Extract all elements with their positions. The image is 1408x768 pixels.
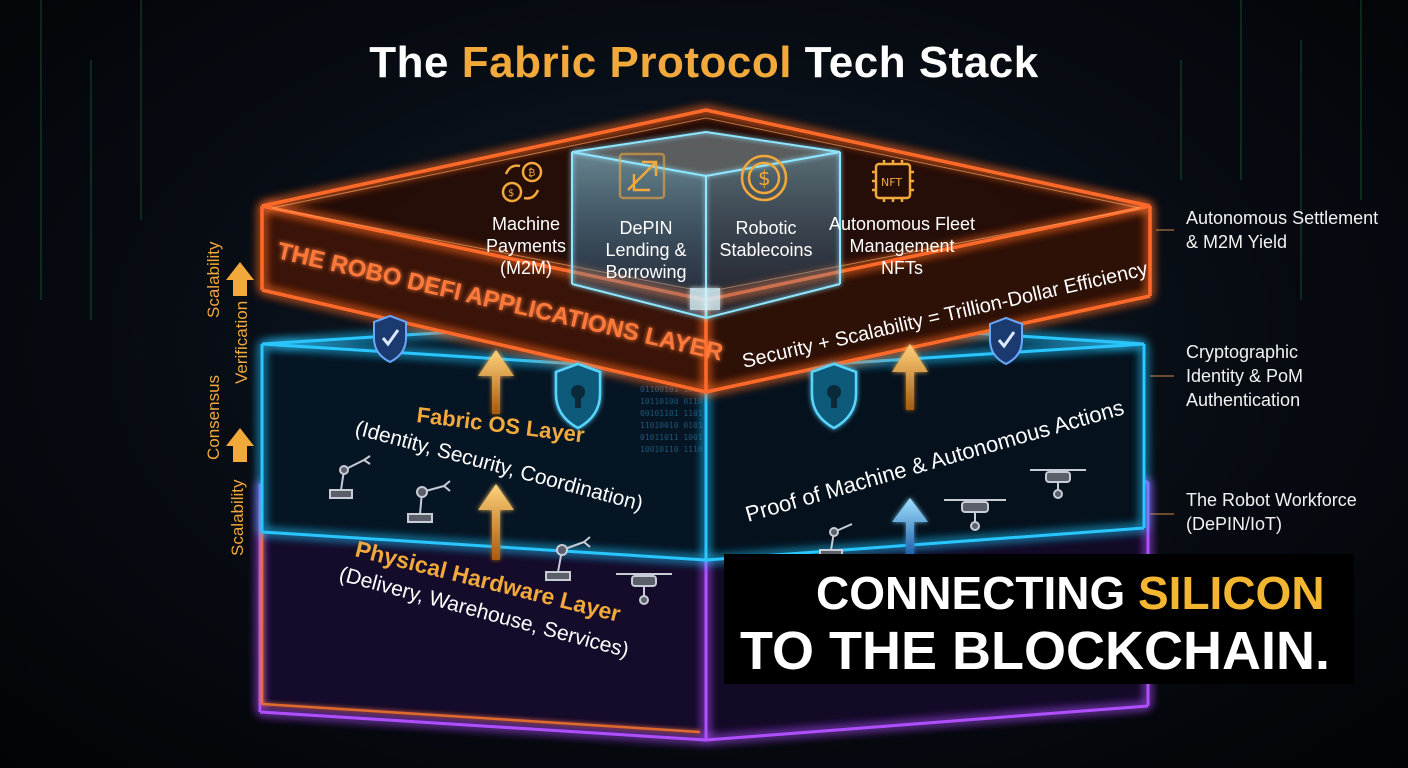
svg-text:NFT: NFT	[881, 176, 902, 189]
svg-text:10110100 0110: 10110100 0110	[640, 397, 703, 406]
side-label-line: & M2M Yield	[1186, 230, 1378, 254]
app-label: Stablecoins	[719, 240, 812, 260]
side-label-line: Cryptographic	[1186, 340, 1303, 364]
svg-text:$: $	[758, 166, 771, 190]
title-suffix: Tech Stack	[792, 38, 1039, 87]
banner-line-2: TO THE BLOCKCHAIN.	[740, 620, 1330, 682]
axis-label-verification: Verification	[232, 301, 252, 384]
app-label: Autonomous Fleet	[829, 214, 975, 234]
svg-text:11010010 0101: 11010010 0101	[640, 421, 703, 430]
page-title: The Fabric Protocol Tech Stack	[0, 38, 1408, 88]
connector-lines	[1150, 230, 1174, 514]
app-label: Lending &	[605, 240, 686, 260]
banner-highlight: SILICON	[1138, 567, 1325, 619]
title-prefix: The	[369, 38, 461, 87]
central-data-cube	[572, 132, 840, 318]
tagline-banner: CONNECTING SILICON TO THE BLOCKCHAIN.	[724, 554, 1354, 684]
app-label: DePIN	[619, 218, 672, 238]
app-label: Payments	[486, 236, 566, 256]
axis-label-scalability-bottom: Scalability	[228, 479, 248, 556]
side-label-line: Autonomous Settlement	[1186, 206, 1378, 230]
app-label: Borrowing	[605, 262, 686, 282]
dollar-coin-icon: $	[742, 156, 786, 200]
svg-text:00101101 1101: 00101101 1101	[640, 409, 703, 418]
app-label: Machine	[492, 214, 560, 234]
arrow-up-icon	[226, 262, 254, 296]
side-label-line: Identity & PoM	[1186, 364, 1303, 388]
banner-line-1: CONNECTING SILICON	[816, 566, 1325, 620]
svg-text:$: $	[508, 188, 514, 199]
axis-label-consensus: Consensus	[204, 375, 224, 460]
side-label-middle: Cryptographic Identity & PoM Authenticat…	[1186, 340, 1303, 412]
side-label-bottom: The Robot Workforce (DePIN/IoT)	[1186, 488, 1357, 536]
axis-label-scalability-top: Scalability	[204, 241, 224, 318]
side-label-top: Autonomous Settlement & M2M Yield	[1186, 206, 1378, 254]
side-label-line: The Robot Workforce	[1186, 488, 1357, 512]
app-label: NFTs	[881, 258, 923, 278]
title-highlight: Fabric Protocol	[462, 38, 792, 87]
app-label: (M2M)	[500, 258, 552, 278]
svg-text:10010110 1110: 10010110 1110	[640, 445, 703, 454]
app-label: Robotic	[735, 218, 796, 238]
svg-text:₿: ₿	[528, 167, 535, 179]
app-label: Management	[849, 236, 954, 256]
arrow-up-icon	[226, 428, 254, 462]
banner-text: CONNECTING	[816, 567, 1138, 619]
side-label-line: Authentication	[1186, 388, 1303, 412]
side-label-line: (DePIN/IoT)	[1186, 512, 1357, 536]
svg-text:01011011 1001: 01011011 1001	[640, 433, 703, 442]
